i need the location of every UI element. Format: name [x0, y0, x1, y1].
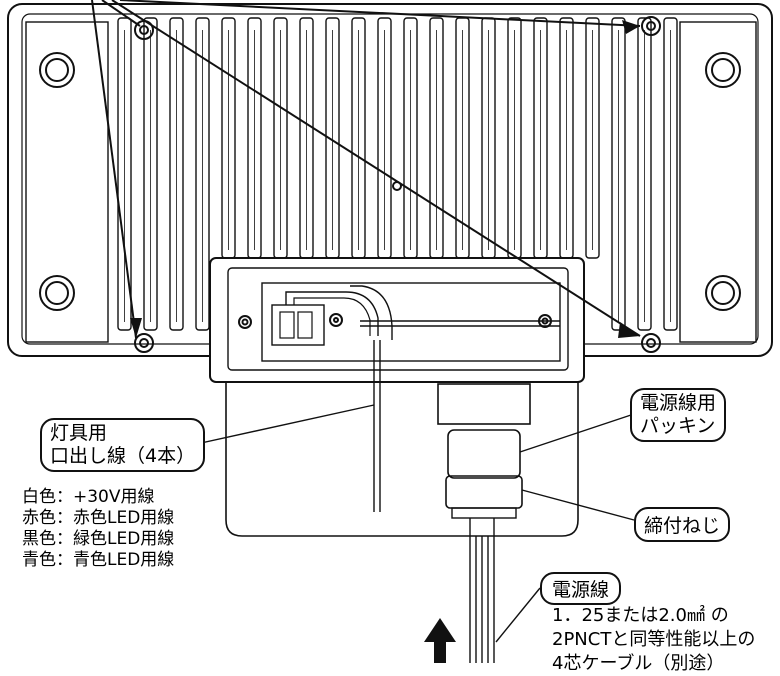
fin — [611, 17, 626, 331]
mounting-hole-tl — [39, 52, 75, 88]
screw-br — [641, 333, 661, 353]
fin — [663, 17, 678, 331]
legend-red: 赤色：赤色LED用線 — [22, 508, 175, 528]
leader-clamp — [521, 489, 635, 521]
mounting-hole-tr — [705, 52, 741, 88]
legend-black: 黒色：緑色LED用線 — [22, 529, 175, 549]
cable-gland-body — [437, 383, 531, 425]
terminal-box-outer — [209, 257, 585, 383]
fin — [637, 17, 652, 331]
right-mount-pad — [679, 21, 757, 343]
mounting-hole-bl — [39, 275, 75, 311]
terminal-slot — [261, 282, 561, 362]
power-cable-callout: 電源線 — [540, 572, 622, 605]
fin — [117, 17, 132, 331]
legend-blue: 青色：青色LED用線 — [22, 550, 175, 570]
packing-callout: 電源線用 パッキン — [630, 388, 727, 442]
terminal-block — [271, 304, 325, 346]
insert-direction-arrow — [424, 618, 456, 663]
lead-wire-title: 灯具用 — [50, 422, 108, 444]
mounting-hole-br — [705, 275, 741, 311]
cable-spec-line2: 2PNCTと同等性能以上の — [552, 629, 756, 650]
lead-wire-callout: 灯具用 口出し線（4本） — [40, 418, 206, 472]
internal-wire-bundle — [285, 291, 379, 336]
arrowhead-bl — [130, 318, 142, 338]
lead-wire-subtitle: 口出し線（4本） — [50, 445, 196, 467]
terminal-screw-right — [538, 314, 552, 328]
arrowhead-tr — [622, 20, 640, 34]
fin — [143, 17, 158, 331]
arrowhead-br — [618, 322, 640, 338]
cable-spec-line1: 1．25または2.0㎟ の — [552, 605, 729, 626]
leader-screws — [91, 0, 137, 339]
legend-white: 白色：+30V用線 — [22, 487, 155, 507]
leader-packing — [519, 413, 635, 453]
heat-sink-fins — [117, 17, 678, 331]
power-packing — [447, 429, 521, 479]
left-mount-pad — [25, 21, 109, 343]
clamp-screw-callout: 締付ねじ — [634, 507, 731, 542]
clamp-nut — [445, 475, 523, 509]
fin — [169, 17, 184, 331]
cable-spec-note: 1．25または2.0㎟ の 2PNCTと同等性能以上の 4芯ケーブル（別途） — [552, 604, 755, 676]
packing-line2: パッキン — [640, 415, 716, 437]
fin — [195, 17, 210, 331]
leader-cable — [495, 587, 541, 643]
fin — [585, 17, 600, 259]
leader-lead-wire — [191, 404, 375, 446]
terminal-box-inner — [227, 267, 569, 371]
wire-color-legend: 白色：+30V用線 赤色：赤色LED用線 黒色：緑色LED用線 青色：青色LED… — [22, 487, 174, 571]
cable-spec-line3: 4芯ケーブル（別途） — [552, 653, 725, 674]
screw-bl — [134, 333, 154, 353]
terminal-screw-left — [238, 315, 252, 329]
cover-plate — [225, 382, 579, 537]
packing-line1: 電源線用 — [640, 392, 717, 414]
terminal-block-screw — [329, 313, 343, 327]
